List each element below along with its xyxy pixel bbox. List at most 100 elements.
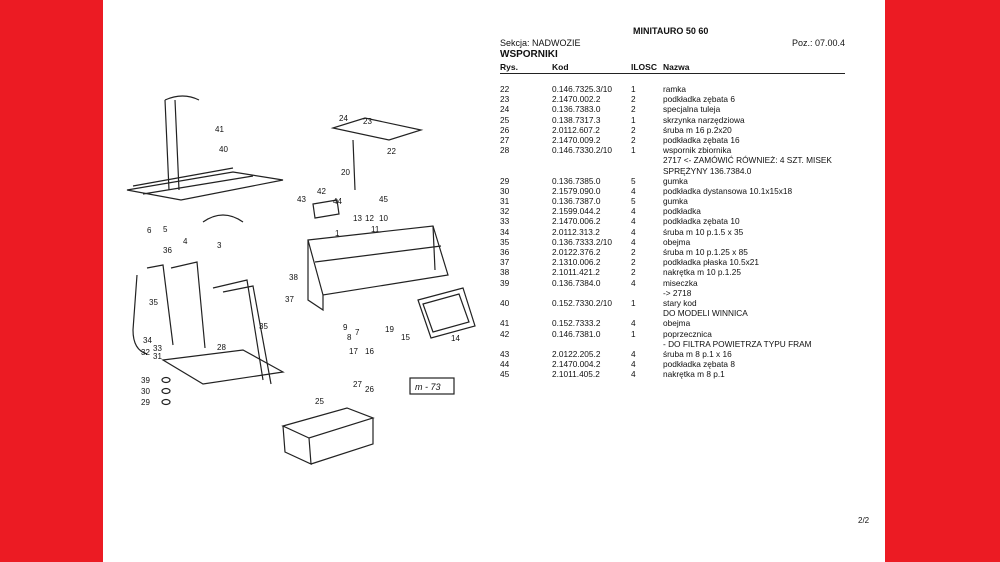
section-line: Sekcja: NADWOZIE Poz.: 07.00.4 (500, 38, 845, 48)
cell-nazwa: podkładka zębata 8 (663, 359, 735, 370)
cell-rys: 38 (500, 267, 510, 278)
cell-kod: 2.0112.313.2 (552, 226, 600, 237)
cell-ilosc: 2 (631, 267, 636, 278)
cell-kod: 0.136.7387.0 (552, 196, 601, 207)
cell-kod: 2.1470.002.2 (552, 94, 601, 105)
cell-ilosc: 5 (631, 175, 636, 186)
cell-ilosc: 1 (631, 328, 636, 339)
cell-kod: 2.1470.006.2 (552, 216, 601, 227)
cell-rys: 31 (500, 196, 510, 207)
cell-kod: 0.152.7333.2 (552, 318, 601, 329)
cell-kod: 2.0122.205.2 (552, 348, 601, 359)
cell-rys: 25 (500, 114, 510, 125)
cell-nazwa: gumka (663, 196, 688, 207)
cell-ilosc: 2 (631, 247, 636, 257)
svg-text:9: 9 (343, 323, 348, 332)
cell-kod: 0.136.7385.0 (552, 175, 601, 186)
cell-ilosc: 5 (631, 196, 636, 207)
cell-nazwa: obejma (663, 318, 691, 329)
cell-nazwa: miseczka (663, 277, 698, 288)
svg-text:17: 17 (349, 347, 358, 356)
cell-rys: 24 (500, 104, 510, 115)
diagram-callouts: 41 40 24 23 22 20 42 43 44 45 6 5 4 3 13… (141, 114, 460, 407)
section-label: Sekcja: NADWOZIE (500, 38, 581, 48)
cell-rys: 44 (500, 359, 510, 370)
col-kod: Kod (552, 62, 569, 72)
svg-text:39: 39 (141, 376, 150, 385)
svg-text:33: 33 (153, 344, 162, 353)
cell-rys: 22 (500, 84, 510, 94)
group-title: WSPORNIKI (500, 49, 558, 60)
svg-text:20: 20 (341, 168, 350, 177)
cell-kod: 2.1011.405.2 (552, 369, 600, 380)
cell-kod: 0.152.7330.2/10 (552, 297, 612, 308)
cell-nazwa: nakrętka m 8 p.1 (663, 369, 725, 380)
cell-nazwa: SPRĘŻYNY 136.7384.0 (663, 165, 752, 176)
svg-text:15: 15 (401, 333, 410, 342)
cell-rys: 42 (500, 328, 510, 339)
svg-text:34: 34 (143, 336, 152, 345)
svg-text:32: 32 (141, 348, 150, 357)
cell-nazwa: podkładka zębata 6 (663, 94, 735, 105)
svg-text:16: 16 (365, 347, 374, 356)
cell-ilosc: 1 (631, 84, 636, 94)
svg-text:3: 3 (217, 241, 222, 250)
cell-ilosc: 4 (631, 348, 636, 359)
cell-rys: 40 (500, 297, 510, 308)
svg-text:25: 25 (315, 397, 324, 406)
svg-text:29: 29 (141, 398, 150, 407)
cell-nazwa: podkładka dystansowa 10.1x15x18 (663, 185, 793, 196)
svg-text:1: 1 (335, 229, 340, 238)
cell-rys: 23 (500, 94, 510, 105)
svg-text:14: 14 (451, 334, 460, 343)
cell-ilosc: 2 (631, 257, 636, 268)
svg-text:7: 7 (355, 328, 360, 337)
cell-rys: 28 (500, 145, 510, 156)
cell-rys: 45 (500, 369, 510, 380)
cell-kod: 2.1470.009.2 (552, 134, 601, 145)
cell-rys: 26 (500, 124, 510, 135)
cell-rys: 37 (500, 257, 510, 268)
cell-ilosc: 2 (631, 94, 636, 105)
cell-kod: 0.138.7317.3 (552, 114, 601, 125)
cell-ilosc: 4 (631, 236, 636, 247)
cell-nazwa: DO MODELI WINNICA (663, 308, 748, 319)
document-page: 41 40 24 23 22 20 42 43 44 45 6 5 4 3 13… (103, 0, 885, 562)
svg-text:8: 8 (347, 333, 352, 342)
cell-nazwa: podkładka (663, 206, 701, 217)
cell-rys: 29 (500, 175, 510, 186)
cell-ilosc: 4 (631, 226, 636, 237)
parts-diagram: 41 40 24 23 22 20 42 43 44 45 6 5 4 3 13… (126, 95, 476, 465)
table-row: - DO FILTRA POWIETRZA TYPU FRAM (500, 339, 845, 349)
svg-text:10: 10 (379, 214, 388, 223)
svg-text:35: 35 (259, 322, 268, 331)
cell-kod: 2.0112.607.2 (552, 124, 600, 135)
svg-text:40: 40 (219, 145, 228, 154)
svg-text:38: 38 (289, 273, 298, 282)
svg-text:19: 19 (385, 325, 394, 334)
cell-nazwa: podkładka zębata 16 (663, 134, 740, 145)
cell-rys: 32 (500, 206, 510, 217)
cell-nazwa: skrzynka narzędziowa (663, 114, 745, 125)
cell-kod: 0.146.7381.0 (552, 328, 601, 339)
col-rys: Rys. (500, 62, 518, 72)
svg-text:42: 42 (317, 187, 326, 196)
svg-text:5: 5 (163, 225, 168, 234)
cell-nazwa: śruba m 16 p.2x20 (663, 124, 732, 135)
col-ilosc: ILOSC (631, 62, 657, 72)
cell-kod: 2.1011.421.2 (552, 267, 600, 278)
table-row: -> 2718 (500, 288, 845, 298)
cell-ilosc: 4 (631, 206, 636, 217)
